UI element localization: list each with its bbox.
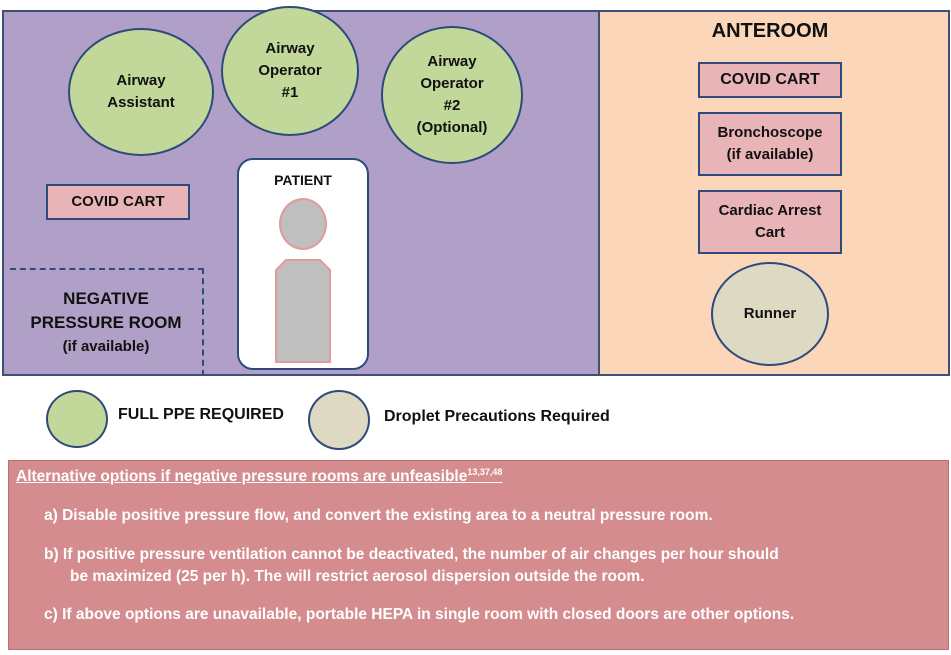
bronchoscope-label: Bronchoscope (if available) bbox=[717, 124, 823, 163]
anteroom-label: ANTEROOM bbox=[711, 20, 829, 42]
negative-pressure-label: NEGATIVE PRESSURE ROOM bbox=[30, 289, 182, 332]
covid-cart-main: COVID CART bbox=[46, 184, 190, 220]
option-a: a) Disable positive pressure flow, and c… bbox=[44, 507, 713, 524]
patient-label: PATIENT bbox=[274, 172, 332, 188]
cardiac-arrest-cart: Cardiac Arrest Cart bbox=[698, 190, 842, 254]
negative-pressure-room: NEGATIVE PRESSURE ROOM (if available) bbox=[10, 268, 204, 376]
negative-pressure-sub: (if available) bbox=[62, 338, 150, 355]
airway-operator-1-circle: Airway Operator #1 bbox=[221, 6, 359, 136]
droplet-legend-label: Droplet Precautions Required bbox=[384, 408, 610, 425]
droplet-legend-swatch bbox=[308, 390, 370, 450]
alternative-options-title-text: Alternative options if negative pressure… bbox=[16, 468, 468, 486]
covid-cart-main-label: COVID CART bbox=[71, 193, 165, 210]
airway-assistant-circle: Airway Assistant bbox=[68, 28, 214, 156]
airway-operator-1-label: Airway Operator #1 bbox=[258, 40, 322, 101]
full-ppe-legend-swatch bbox=[46, 390, 108, 448]
alternative-options-refs: 13,37,48 bbox=[467, 467, 503, 477]
alternative-options-box bbox=[8, 460, 949, 650]
option-b-line-1: b) If positive pressure ventilation cann… bbox=[44, 546, 779, 563]
runner-label: Runner bbox=[743, 305, 797, 322]
covid-cart-anteroom-label: COVID CART bbox=[720, 71, 820, 88]
alternative-options-title: Alternative options if negative pressure… bbox=[16, 467, 502, 486]
full-ppe-legend-label: FULL PPE REQUIRED bbox=[118, 406, 284, 423]
patient-head-icon bbox=[279, 198, 327, 250]
airway-assistant-label: Airway Assistant bbox=[107, 72, 175, 111]
airway-operator-2-label: Airway Operator #2 (Optional) bbox=[416, 53, 488, 136]
patient-body-icon bbox=[275, 259, 331, 363]
covid-cart-anteroom: COVID CART bbox=[698, 62, 842, 98]
runner-circle: Runner bbox=[711, 262, 829, 366]
bronchoscope-cart: Bronchoscope (if available) bbox=[698, 112, 842, 176]
option-c: c) If above options are unavailable, por… bbox=[44, 606, 795, 623]
cardiac-arrest-cart-label: Cardiac Arrest Cart bbox=[718, 202, 822, 241]
airway-operator-2-circle: Airway Operator #2 (Optional) bbox=[381, 26, 523, 164]
option-b-line-2: be maximized (25 per h). The will restri… bbox=[70, 568, 645, 585]
